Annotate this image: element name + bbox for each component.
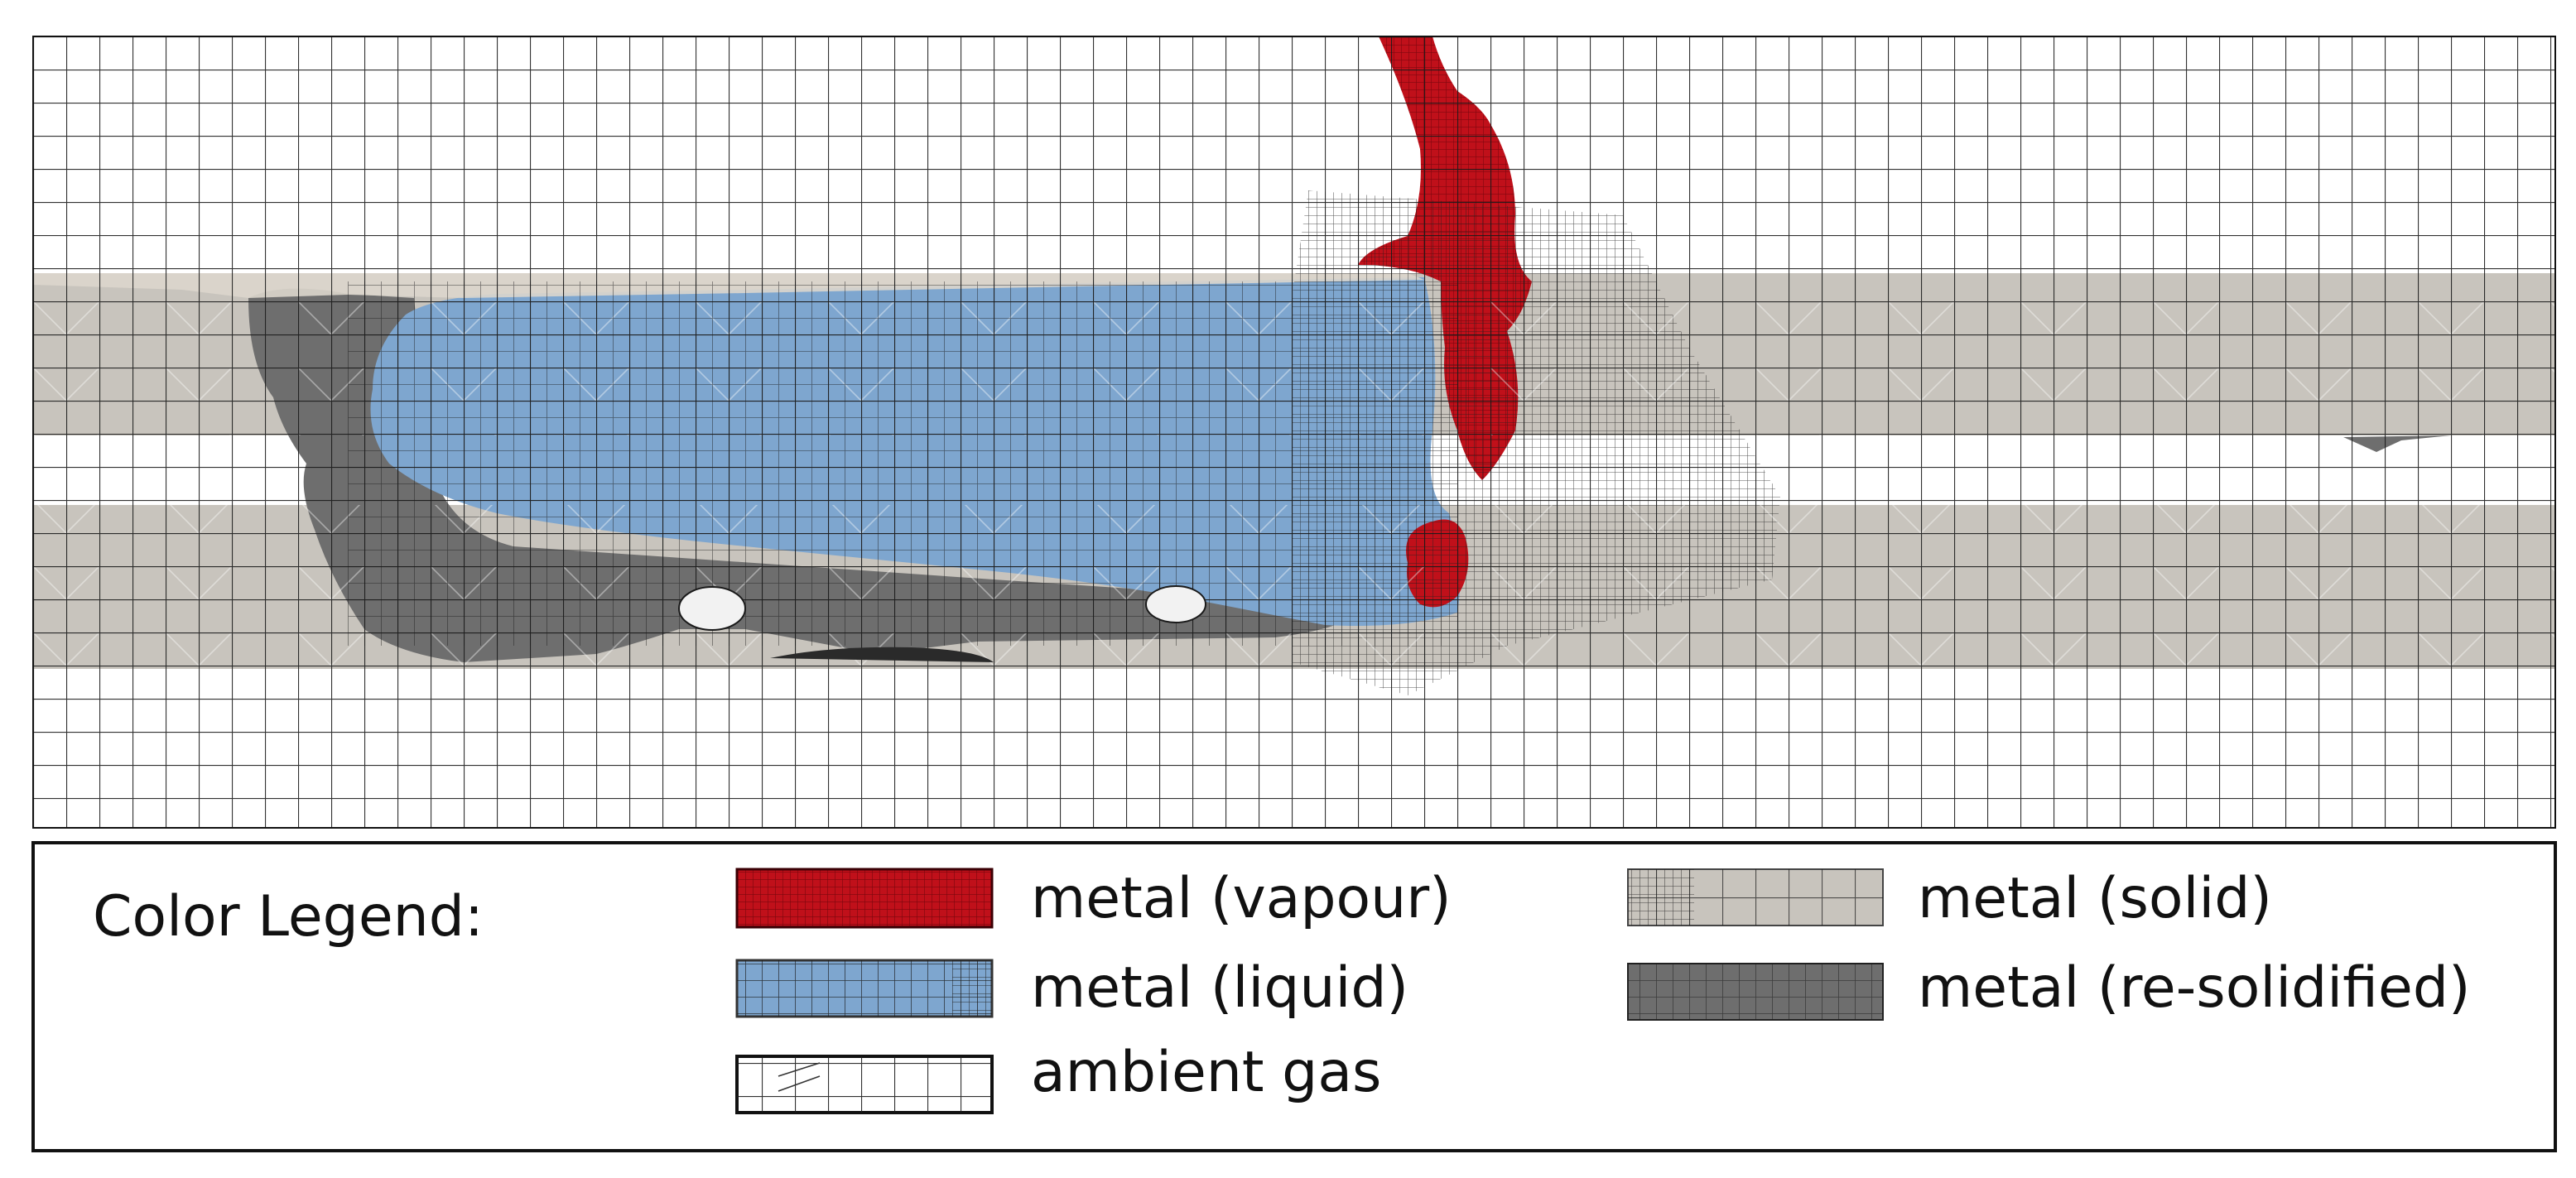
legend-item-vapour: metal (vapour) — [735, 866, 1452, 931]
pore-feature — [678, 586, 746, 631]
legend-item-gas: ambient gas — [735, 1040, 1381, 1114]
pore-feature — [1145, 585, 1206, 623]
simulation-plot — [33, 36, 2555, 828]
dark-bottom-streak — [770, 647, 994, 662]
label-solid: metal (solid) — [1918, 866, 2272, 931]
legend-item-resolidified: metal (re-solidified) — [1627, 955, 2471, 1021]
label-vapour: metal (vapour) — [1031, 866, 1452, 931]
plot-frame — [32, 36, 2556, 829]
legend-frame — [31, 841, 2557, 1152]
mesh-grid — [33, 36, 2555, 828]
legend-item-liquid: metal (liquid) — [735, 955, 1408, 1021]
color-legend: Color Legend: metal (vapour) metal (liqu… — [31, 841, 2557, 1152]
legend-item-solid: metal (solid) — [1627, 866, 2272, 931]
label-gas: ambient gas — [1031, 1040, 1381, 1105]
label-liquid: metal (liquid) — [1031, 955, 1408, 1021]
label-resolidified: metal (re-solidified) — [1918, 955, 2471, 1021]
legend-title: Color Legend: — [93, 884, 484, 950]
